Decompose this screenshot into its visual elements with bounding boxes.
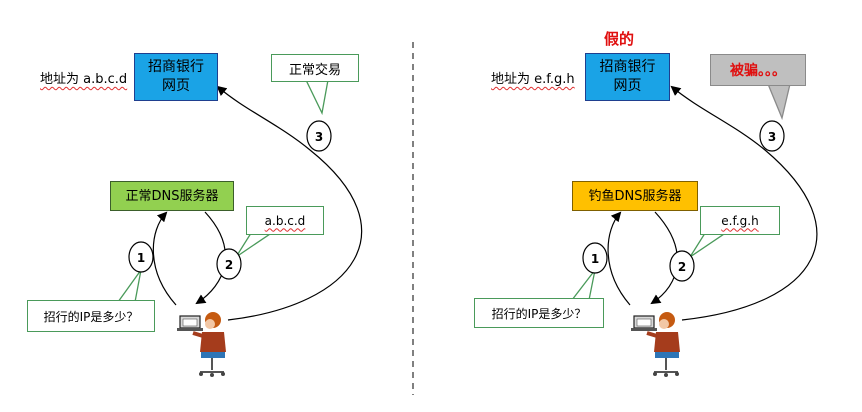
right-step-2-label: 2	[678, 260, 686, 274]
left-step-2-label: 2	[225, 258, 233, 272]
right-step-1-label: 1	[591, 252, 599, 266]
right-address-label: 地址为 e.f.g.h	[491, 72, 575, 87]
right-arrow-3	[670, 85, 818, 321]
right-step-2-circle	[669, 250, 695, 282]
left-user-icon	[177, 312, 226, 377]
left-step-1-label: 1	[137, 251, 145, 265]
left-bank-page-box: 招商银行 网页	[134, 53, 218, 101]
right-bubble-ip: e.f.g.h	[700, 206, 780, 235]
left-bubble-trade: 正常交易	[271, 54, 359, 82]
right-step-3-label: 3	[768, 130, 776, 144]
right-phishing-dns-box: 钓鱼DNS服务器	[572, 181, 698, 211]
left-question-tail	[116, 269, 142, 303]
left-question-bubble: 招行的IP是多少？	[27, 300, 155, 332]
right-fake-label: 假的	[604, 30, 635, 48]
left-bank-line1: 招商银行	[148, 59, 204, 75]
left-arrow-1	[152, 211, 177, 306]
left-bank-line2: 网页	[162, 78, 190, 94]
left-step-3-label: 3	[315, 130, 323, 144]
right-bank-line1: 招商银行	[599, 59, 656, 75]
left-arrow-3	[216, 85, 363, 321]
left-step-3-circle	[306, 120, 332, 152]
left-address-label: 地址为 a.b.c.d	[40, 72, 128, 87]
right-step-1-circle	[582, 242, 608, 274]
right-bubble-cheated: 被骗。。。	[710, 54, 806, 86]
left-bubble-trade-tail	[304, 79, 329, 116]
right-bank-page-box: 招商银行 网页	[585, 53, 670, 101]
left-step-2-circle	[216, 248, 242, 280]
left-normal-dns-box: 正常DNS服务器	[110, 181, 234, 211]
left-bubble-ip: a.b.c.d	[246, 206, 324, 235]
left-step-1-circle	[128, 241, 154, 273]
right-question-bubble: 招行的IP是多少？	[474, 298, 604, 328]
right-bank-line2: 网页	[613, 78, 642, 94]
right-question-tail	[570, 269, 596, 301]
right-bubble-cheated-tail	[767, 83, 791, 121]
right-user-icon	[631, 312, 680, 377]
right-arrow-1	[607, 211, 631, 306]
right-step-3-circle	[759, 120, 785, 152]
